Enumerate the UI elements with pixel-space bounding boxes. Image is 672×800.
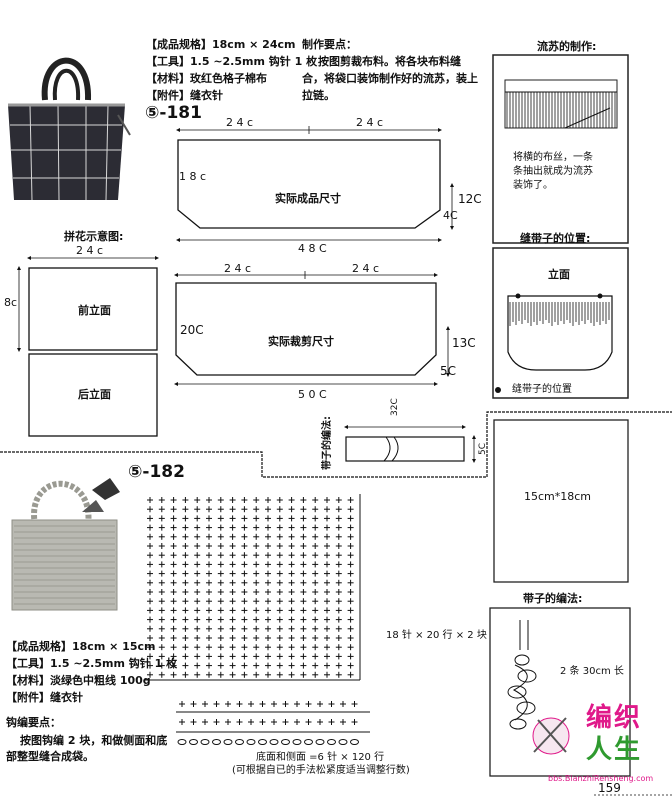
strap-position-diagram	[492, 247, 629, 399]
tote-bag-photo	[8, 57, 131, 201]
inner-pocket-box	[493, 419, 629, 583]
method-body-181-3: 拉链。	[302, 89, 335, 102]
fringe-diagram	[492, 54, 629, 244]
fringe-caption-1: 将横的布丝，一条	[513, 152, 593, 163]
page-number: 159	[598, 781, 621, 795]
fringe-caption-3: 装饰了。	[513, 180, 553, 191]
project-182-label: ⑤-182	[128, 462, 185, 482]
cut-bottom: 5 0 C	[298, 388, 327, 401]
patch-width: 2 4 c	[76, 244, 104, 257]
strap-position-front: 立面	[548, 268, 570, 281]
patch-height: 8c	[4, 296, 18, 309]
fringe-title: 流苏的制作:	[537, 40, 597, 53]
cut-height: 20C	[180, 323, 204, 337]
finished-corner: 4C	[443, 209, 458, 222]
cut-left-width: 2 4 c	[224, 262, 252, 275]
cut-right-width: 2 4 c	[352, 262, 380, 275]
finished-left-width: 2 4 c	[226, 116, 254, 129]
accessory-181: 【附件】缝衣针	[146, 89, 223, 102]
finished-height: 1 8 c	[179, 170, 207, 183]
knit-bag-photo	[11, 478, 120, 611]
patch-back: 后立面	[78, 388, 111, 401]
accessory-182: 【附件】缝衣针	[6, 691, 83, 704]
logo-line-1: 编织	[586, 703, 643, 733]
patch-title: 拼花示意图:	[64, 230, 124, 243]
bottom-note: 底面和侧面 =6 针 × 120 行	[256, 752, 385, 763]
cut-side: 13C	[452, 336, 476, 350]
finished-bottom: 4 8 C	[298, 242, 327, 255]
section-divider	[0, 411, 672, 478]
bottom-note-2: (可根据自已的手法松紧度适当调整行数)	[232, 765, 410, 776]
spec-182: 【成品规格】18cm × 15cm	[6, 640, 156, 653]
logo-line-2: 人生	[586, 735, 643, 765]
cut-size-label: 实际裁剪尺寸	[268, 335, 334, 348]
project-181-label: ⑤-181	[145, 103, 202, 123]
bottom-side-strip	[176, 701, 370, 745]
logo-url: bbs.BianzhiRensheng.com	[548, 774, 654, 783]
knitting-logo-graphic	[532, 717, 570, 755]
chain-strap-title: 带子的编法:	[523, 592, 583, 605]
cut-size-shape	[175, 282, 437, 376]
material-182: 【材料】淡绿色中粗线 100g	[6, 674, 151, 687]
method-body-182-1: 按图钩编 2 块，和做侧面和底	[20, 734, 168, 747]
strap-length: 32C	[390, 398, 400, 416]
method-body-181-1: 按图剪裁布料。将各块布料缝	[318, 55, 461, 68]
crochet-chart	[145, 494, 361, 681]
patch-front: 前立面	[78, 304, 111, 317]
strap-position-legend: 缝带子的位置	[512, 384, 572, 395]
finished-right-width: 2 4 c	[356, 116, 384, 129]
spec-181: 【成品规格】18cm × 24cm	[146, 38, 296, 51]
cut-corner: 5C	[440, 364, 457, 378]
fringe-caption-2: 条抽出就成为流苏	[513, 166, 593, 177]
finished-side: 12C	[458, 192, 482, 206]
strap-weave-title: 带子的编法:	[322, 416, 333, 470]
method-body-181-2: 合，将袋口装饰制作好的流苏，装上	[302, 72, 478, 85]
inner-pocket-size: 15cm*18cm	[524, 490, 592, 503]
tool-182: 【工具】1.5 ~2.5mm 钩针 1 枚	[6, 657, 178, 670]
method-body-182-2: 部整型缝合成袋。	[6, 750, 94, 763]
patchwork-panels	[28, 267, 158, 437]
chain-strap-note: 2 条 30cm 长	[560, 666, 624, 677]
material-181: 【材料】玫红色格子棉布	[146, 72, 267, 85]
chart-note: 18 针 × 20 行 × 2 块	[386, 630, 487, 641]
finished-size-shape	[177, 139, 441, 229]
finished-size-label: 实际成品尺寸	[275, 192, 341, 205]
tool-181: 【工具】1.5 ~2.5mm 钩针 1 枚	[146, 55, 318, 68]
method-title-182: 钩编要点：	[6, 716, 61, 729]
strap-weave-diagram	[344, 425, 476, 463]
strap-width: 5C	[478, 442, 488, 455]
strap-position-title: 缝带子的位置:	[520, 232, 591, 245]
method-title-181: 制作要点：	[302, 38, 357, 51]
